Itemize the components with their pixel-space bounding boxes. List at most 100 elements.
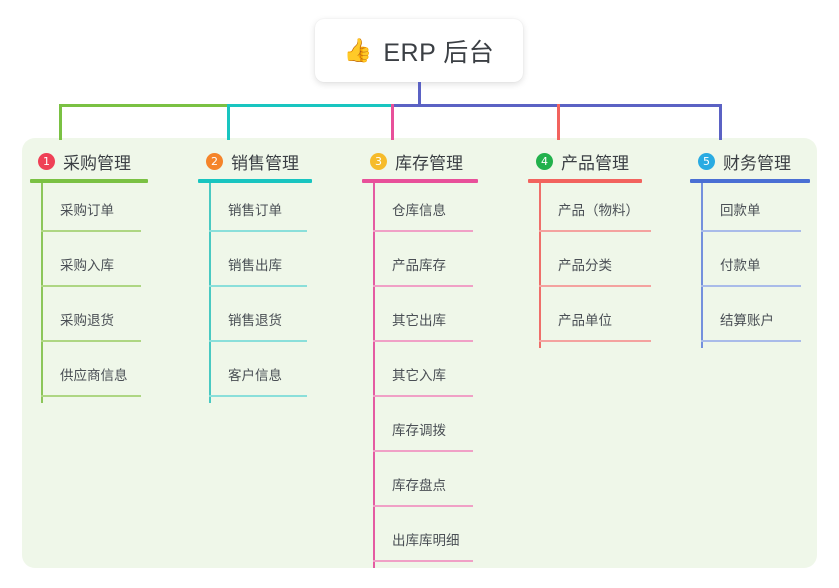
list-item[interactable]: 采购退货 [30, 293, 190, 348]
list-item-rule [701, 285, 801, 287]
list-item-rule [539, 340, 651, 342]
list-item[interactable]: 出库库明细 [362, 513, 522, 568]
list-item-label: 出库库明细 [392, 533, 460, 548]
drop-connector-4 [557, 104, 560, 140]
column-header-3[interactable]: 3 库存管理 [362, 148, 522, 174]
root-stem-connector [418, 82, 421, 106]
list-item[interactable]: 产品（物料） [528, 183, 698, 238]
list-item[interactable]: 其它出库 [362, 293, 522, 348]
list-item-label: 客户信息 [228, 368, 282, 383]
list-item-label: 库存调拨 [392, 423, 446, 438]
column-spine-connector [209, 183, 211, 403]
list-item[interactable]: 仓库信息 [362, 183, 522, 238]
column-title: 采购管理 [63, 153, 131, 173]
list-item-rule [41, 340, 141, 342]
list-item[interactable]: 产品分类 [528, 238, 698, 293]
root-node-erp-backend[interactable]: 👍 ERP 后台 [315, 19, 523, 82]
list-item-rule [539, 230, 651, 232]
column-index-badge: 1 [38, 152, 55, 170]
thumbs-up-icon: 👍 [343, 37, 373, 63]
list-item[interactable]: 销售订单 [198, 183, 358, 238]
list-item[interactable]: 其它入库 [362, 348, 522, 403]
column-header-rule [690, 179, 810, 183]
column-item-list: 采购订单采购入库采购退货供应商信息 [30, 183, 190, 403]
column-item-list: 销售订单销售出库销售退货客户信息 [198, 183, 358, 403]
drop-connector-3 [391, 104, 394, 140]
column-spine-connector [539, 183, 541, 348]
list-item-label: 销售订单 [228, 203, 282, 218]
list-item[interactable]: 采购订单 [30, 183, 190, 238]
column-title: 库存管理 [395, 153, 463, 173]
list-item-label: 库存盘点 [392, 478, 446, 493]
list-item[interactable]: 回款单 [690, 183, 839, 238]
list-item[interactable]: 采购入库 [30, 238, 190, 293]
column-title: 财务管理 [723, 153, 791, 173]
list-item[interactable]: 库存调拨 [362, 403, 522, 458]
column-item-list: 仓库信息产品库存其它出库其它入库库存调拨库存盘点出库库明细 [362, 183, 522, 568]
list-item-label: 产品分类 [558, 258, 612, 273]
root-node-title: ERP 后台 [383, 38, 495, 67]
column-title: 销售管理 [231, 153, 299, 173]
list-item-rule [373, 505, 473, 507]
column-spine-connector [373, 183, 375, 568]
list-item-label: 其它入库 [392, 368, 446, 383]
column-header-rule [528, 179, 642, 183]
list-item-rule [701, 230, 801, 232]
root-node-content: 👍 ERP 后台 [344, 33, 495, 69]
column-header-rule [30, 179, 148, 183]
list-item[interactable]: 付款单 [690, 238, 839, 293]
list-item[interactable]: 结算账户 [690, 293, 839, 348]
column-item-list: 产品（物料） 产品分类产品单位 [528, 183, 698, 348]
column-index-badge: 5 [698, 152, 715, 170]
list-item[interactable]: 产品库存 [362, 238, 522, 293]
list-item-rule [373, 450, 473, 452]
list-item-rule [701, 340, 801, 342]
list-item-rule [41, 230, 141, 232]
list-item[interactable]: 供应商信息 [30, 348, 190, 403]
list-item-label: 回款单 [720, 203, 761, 218]
list-item-label: 采购入库 [60, 258, 114, 273]
bus-segment-2 [227, 104, 391, 107]
drop-connector-2 [227, 104, 230, 140]
list-item[interactable]: 销售退货 [198, 293, 358, 348]
list-item[interactable]: 库存盘点 [362, 458, 522, 513]
list-item-label: 产品（物料） [558, 203, 639, 218]
column-spine-connector [701, 183, 703, 348]
column-spine-connector [41, 183, 43, 403]
list-item-label: 结算账户 [720, 313, 774, 328]
diagram-panel-background [22, 138, 817, 568]
drop-connector-1 [59, 104, 62, 140]
list-item[interactable]: 客户信息 [198, 348, 358, 403]
column-index-badge: 3 [370, 152, 387, 170]
list-item-rule [373, 285, 473, 287]
list-item-rule [373, 395, 473, 397]
list-item-rule [209, 395, 307, 397]
list-item-rule [41, 285, 141, 287]
column-item-list: 回款单付款单结算账户 [690, 183, 839, 348]
column-库存管理: 3 库存管理仓库信息产品库存其它出库其它入库库存调拨库存盘点出库库明细 [362, 148, 522, 568]
column-采购管理: 1 采购管理采购订单采购入库采购退货供应商信息 [30, 148, 190, 403]
list-item[interactable]: 销售出库 [198, 238, 358, 293]
column-header-5[interactable]: 5 财务管理 [690, 148, 839, 174]
list-item-label: 产品库存 [392, 258, 446, 273]
list-item-label: 其它出库 [392, 313, 446, 328]
list-item-rule [209, 230, 307, 232]
list-item-rule [209, 340, 307, 342]
list-item-rule [539, 285, 651, 287]
column-header-rule [198, 179, 312, 183]
column-index-badge: 4 [536, 152, 553, 170]
list-item-label: 供应商信息 [60, 368, 128, 383]
list-item-label: 仓库信息 [392, 203, 446, 218]
list-item-label: 付款单 [720, 258, 761, 273]
column-header-1[interactable]: 1 采购管理 [30, 148, 190, 174]
list-item-rule [209, 285, 307, 287]
list-item-label: 销售出库 [228, 258, 282, 273]
list-item[interactable]: 产品单位 [528, 293, 698, 348]
list-item-rule [41, 395, 141, 397]
list-item-rule [373, 560, 473, 562]
